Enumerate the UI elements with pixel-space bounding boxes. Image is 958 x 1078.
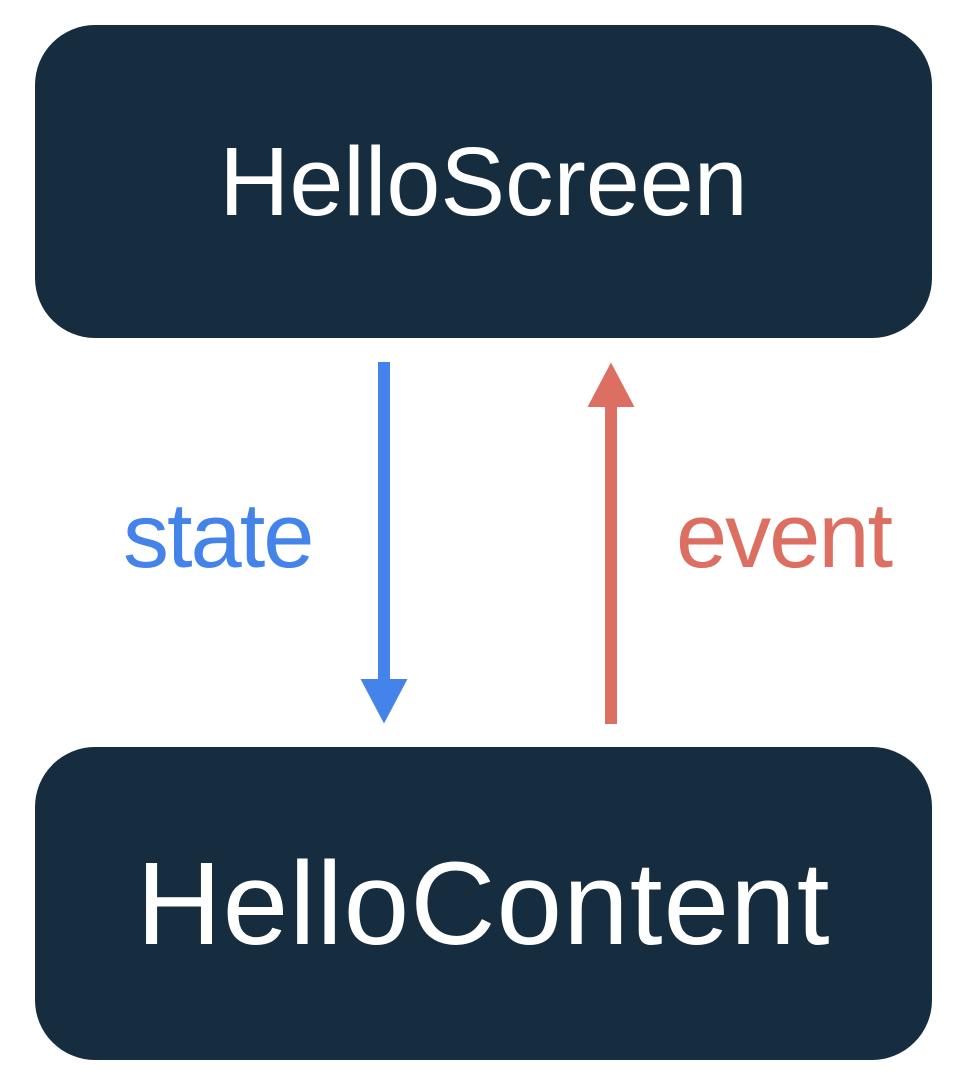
node-hellocontent-label: HelloContent [136,837,831,970]
node-helloscreen: HelloScreen [35,25,932,338]
state-edge-label: state [123,485,314,587]
state-arrow-down-icon [360,362,408,724]
event-arrow-up-icon [587,362,635,724]
node-hellocontent: HelloContent [35,747,932,1060]
event-edge-label: event [676,485,893,587]
node-helloscreen-label: HelloScreen [219,127,748,236]
